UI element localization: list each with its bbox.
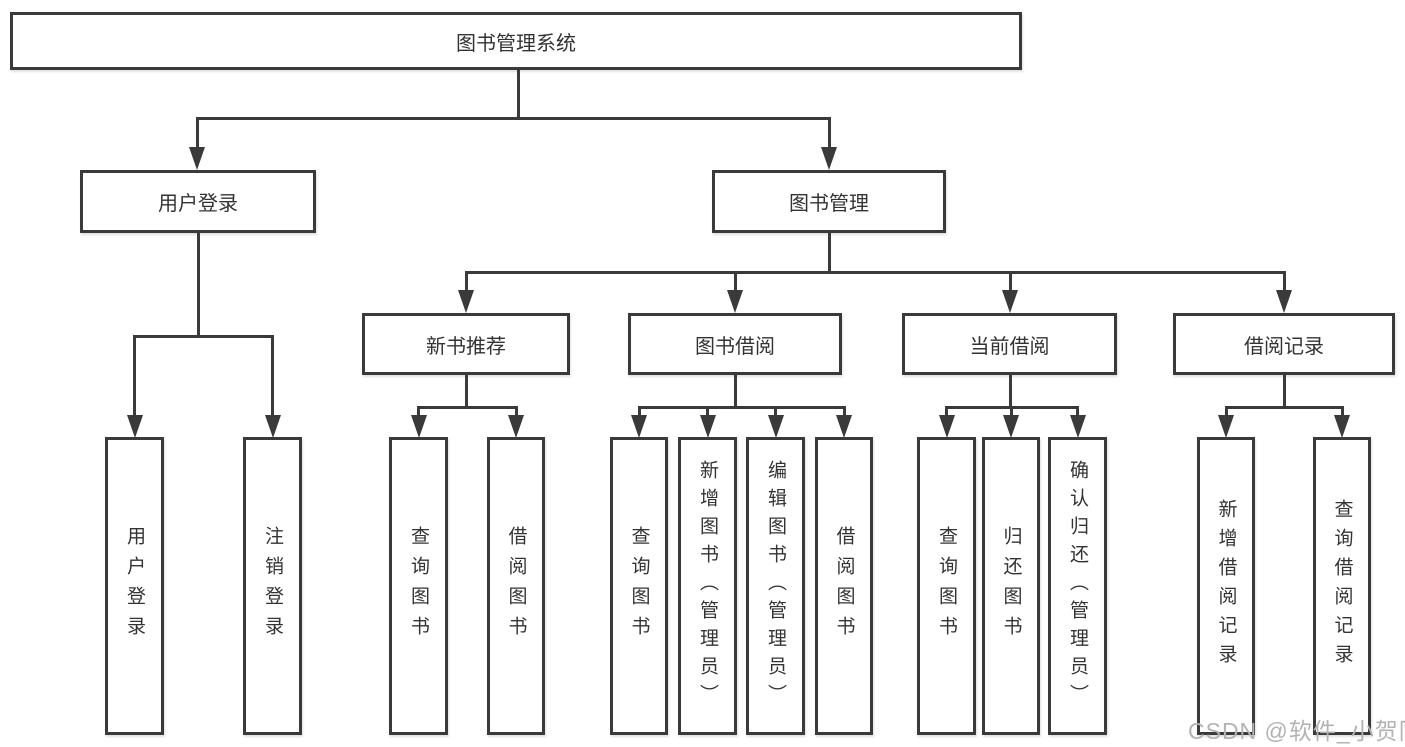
connector-rail	[417, 405, 518, 409]
node-current-borrowing-label: 当前借阅	[969, 335, 1050, 358]
leaf-borrow-books-recommend-label: 借阅图书	[505, 526, 527, 646]
leaf-return-book-label: 归还图书	[1000, 526, 1022, 646]
connector-stub	[637, 407, 641, 415]
leaf-confirm-return-admin: 确认归还（管理员）	[1048, 437, 1107, 735]
node-new-book-recommend: 新书推荐	[362, 313, 570, 375]
arrowhead-icon	[1069, 415, 1086, 438]
connector-stub	[1009, 407, 1013, 415]
leaf-logout-label: 注销登录	[262, 526, 283, 646]
connector-stub	[464, 272, 468, 290]
connector-stub	[1076, 407, 1079, 415]
arrowhead-icon	[458, 290, 474, 313]
connector-stub	[945, 407, 948, 415]
connector-stub	[1008, 272, 1012, 290]
connector-stub	[133, 336, 136, 415]
connector-stub	[774, 407, 777, 415]
leaf-borrow-books-borrowing-label: 借阅图书	[833, 526, 855, 646]
connector-level3-rail	[464, 270, 1286, 274]
leaf-edit-book-admin: 编辑图书（管理员）	[746, 437, 805, 735]
leaf-query-borrow-record-label: 查询借阅记录	[1331, 499, 1353, 673]
arrowhead-icon	[264, 415, 281, 438]
arrowhead-icon	[410, 415, 427, 438]
leaf-confirm-return-admin-label: 确认归还（管理员）	[1067, 460, 1088, 712]
node-root-label: 图书管理系统	[456, 32, 576, 55]
arrowhead-icon	[508, 415, 524, 438]
leaf-add-borrow-record-label: 新增借阅记录	[1215, 499, 1237, 673]
connector-stem	[1282, 375, 1286, 407]
arrowhead-icon	[836, 415, 852, 438]
connector-stem	[733, 375, 737, 407]
node-book-borrowing: 图书借阅	[628, 313, 842, 375]
leaf-user-login-label: 用户登录	[124, 526, 145, 646]
arrowhead-icon	[1002, 290, 1018, 313]
node-borrowing-records-label: 借阅记录	[1244, 335, 1324, 358]
leaf-borrow-books-borrowing: 借阅图书	[815, 437, 873, 735]
connector-stub	[1340, 407, 1344, 415]
arrowhead-icon	[767, 415, 784, 438]
node-user-login-label: 用户登录	[158, 193, 238, 215]
arrowhead-icon	[189, 147, 205, 170]
connector-rail	[1224, 405, 1344, 409]
arrowhead-icon	[126, 415, 143, 438]
leaf-query-borrow-record: 查询借阅记录	[1313, 437, 1371, 735]
arrowhead-icon	[631, 415, 647, 438]
arrowhead-icon	[1276, 290, 1292, 313]
connector-stub	[1224, 407, 1228, 415]
arrowhead-icon	[1334, 415, 1350, 438]
node-user-login: 用户登录	[80, 170, 316, 233]
connector-stub	[706, 407, 709, 415]
node-root-library-system: 图书管理系统	[10, 12, 1022, 70]
connector-root-stem	[516, 70, 520, 118]
connector-level2-rail	[195, 116, 831, 120]
leaf-query-books-recommend: 查询图书	[389, 437, 448, 735]
node-new-book-recommend-label: 新书推荐	[426, 335, 506, 358]
arrowhead-icon	[699, 415, 716, 438]
connector-stub	[195, 118, 199, 147]
node-current-borrowing: 当前借阅	[902, 313, 1117, 375]
leaf-query-books-borrowing-label: 查询图书	[628, 526, 650, 646]
connector-stub	[514, 407, 518, 415]
connector-stem	[1008, 375, 1012, 407]
connector-stub	[827, 118, 831, 147]
leaf-add-book-admin-label: 新增图书（管理员）	[697, 460, 718, 712]
connector-stub	[417, 407, 420, 415]
arrowhead-icon	[727, 290, 743, 313]
connector-book-mgmt-stem	[827, 233, 831, 272]
leaf-return-book: 归还图书	[982, 437, 1040, 735]
arrowhead-icon	[1003, 415, 1019, 438]
leaf-user-login: 用户登录	[105, 437, 164, 735]
node-book-management: 图书管理	[712, 170, 946, 233]
arrowhead-icon	[1218, 415, 1234, 438]
connector-stub	[733, 272, 737, 290]
connector-stem	[464, 375, 468, 407]
node-book-borrowing-label: 图书借阅	[695, 335, 775, 358]
csdn-watermark: CSDN @软件_小贺同学	[1188, 718, 1405, 744]
leaf-borrow-books-recommend: 借阅图书	[487, 437, 545, 735]
connector-stub	[271, 336, 274, 415]
leaf-logout: 注销登录	[243, 437, 302, 735]
connector-stub	[842, 407, 846, 415]
leaf-query-books-recommend-label: 查询图书	[408, 526, 429, 646]
leaf-query-books-current: 查询图书	[917, 437, 976, 735]
connector-rail	[637, 405, 846, 409]
arrowhead-icon	[821, 147, 837, 170]
leaf-query-books-current-label: 查询图书	[936, 526, 957, 646]
connector-stub	[1282, 272, 1286, 290]
leaf-add-book-admin: 新增图书（管理员）	[678, 437, 737, 735]
connector-user-login-rail	[133, 334, 274, 338]
leaf-edit-book-admin-label: 编辑图书（管理员）	[765, 460, 786, 712]
node-borrowing-records: 借阅记录	[1173, 313, 1395, 375]
arrowhead-icon	[938, 415, 955, 438]
node-book-management-label: 图书管理	[789, 193, 869, 215]
leaf-add-borrow-record: 新增借阅记录	[1197, 437, 1255, 735]
connector-user-login-stem	[196, 233, 200, 336]
leaf-query-books-borrowing: 查询图书	[610, 437, 668, 735]
